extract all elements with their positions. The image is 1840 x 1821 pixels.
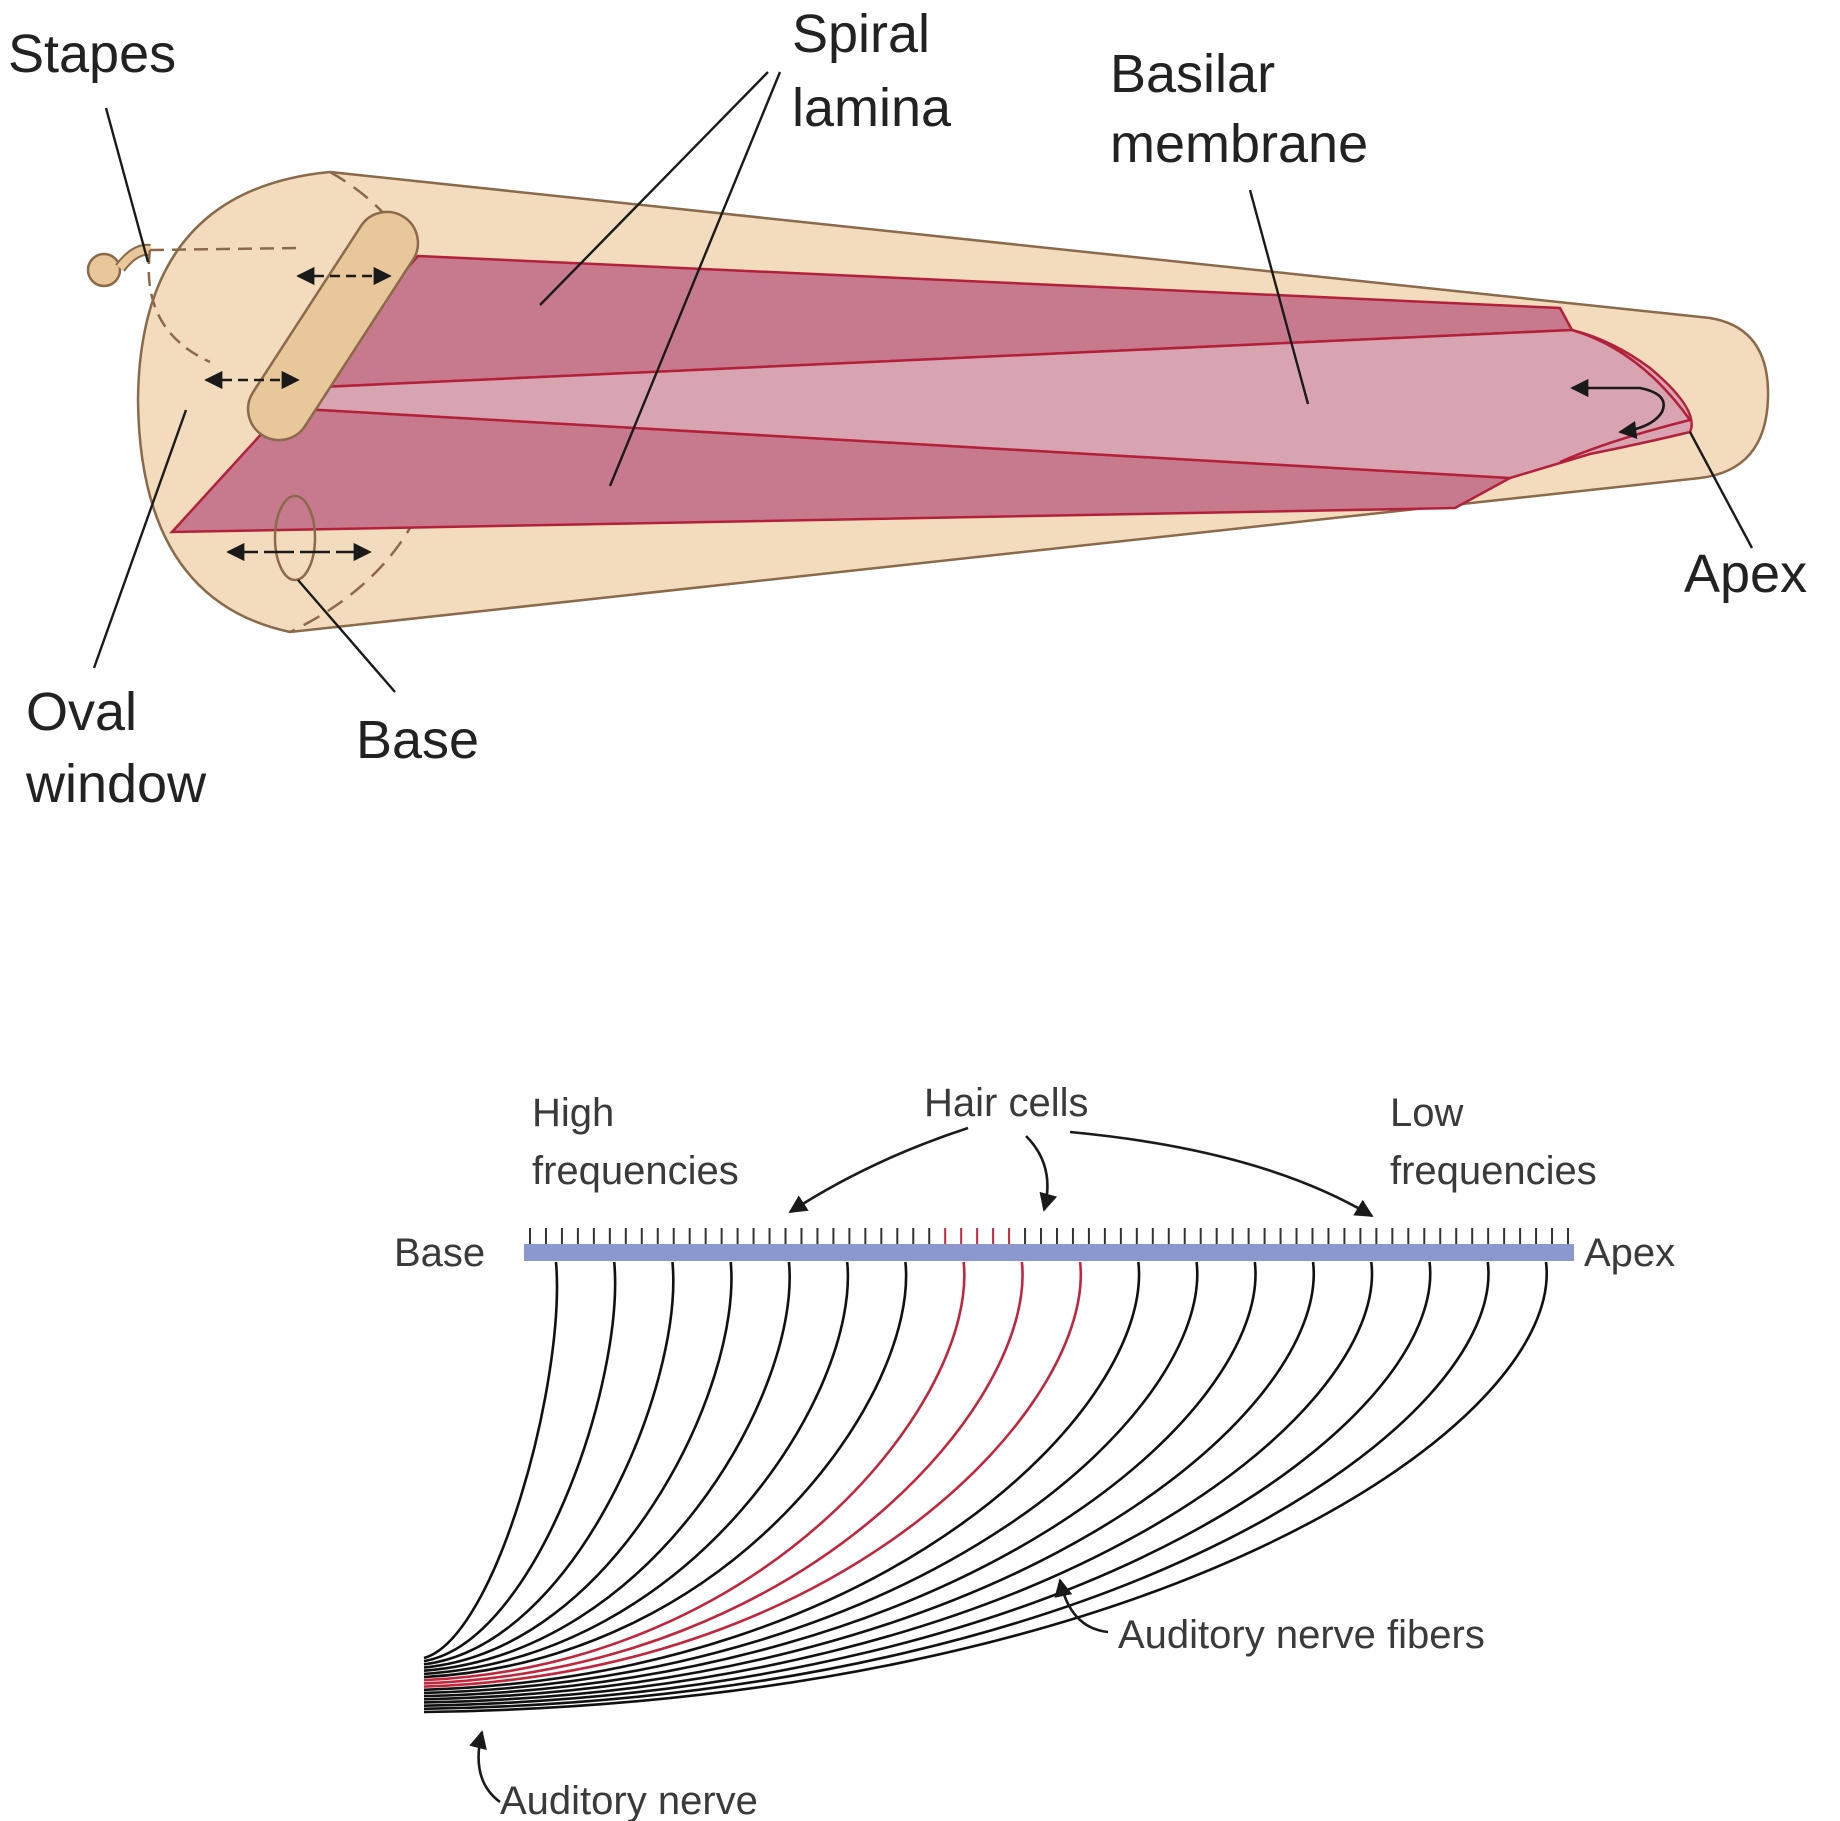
nerve-fiber (423, 1261, 1316, 1701)
nerve-fiber (423, 1261, 850, 1676)
nerve-fiber (423, 1261, 617, 1663)
label-high-2: frequencies (532, 1149, 739, 1193)
nerve-fiber-highlighted (423, 1261, 1024, 1685)
nerve-fiber (423, 1261, 1141, 1692)
nerve-fiber (423, 1261, 559, 1660)
label-basilar-2: membrane (1110, 114, 1368, 174)
nerve-fiber (423, 1261, 791, 1673)
arrow-hair-cells-left (788, 1126, 969, 1214)
arrow-hair-cells-right (1069, 1130, 1374, 1218)
label-auditory-nerve: Auditory nerve (500, 1779, 758, 1821)
label-apex-bottom: Apex (1584, 1231, 1675, 1275)
round-window (273, 494, 317, 582)
nerve-fiber (423, 1261, 1432, 1707)
leader-spiral-upper (539, 71, 769, 306)
nerve-fiber (423, 1261, 675, 1666)
label-low-2: frequencies (1390, 1149, 1597, 1193)
nerve-fiber (423, 1261, 1490, 1711)
leader-stapes (104, 107, 150, 263)
leader-basilar (1248, 189, 1310, 405)
label-stapes: Stapes (8, 24, 176, 84)
label-apex: Apex (1684, 544, 1807, 604)
label-base-bottom: Base (394, 1231, 485, 1275)
arrow-nerve-fibers (1054, 1578, 1109, 1634)
basilar-membrane (282, 328, 1693, 480)
cochlea-figure: Stapes Spiral lamina Basilar membrane Ov… (8, 4, 1807, 814)
label-oval-window-2: window (25, 754, 207, 814)
basilar-membrane-bar (524, 1244, 1574, 1261)
arrow-hair-cells-mid (1025, 1135, 1058, 1212)
nerve-fiber (423, 1261, 1257, 1698)
label-auditory-nerve-fibers: Auditory nerve fibers (1118, 1613, 1485, 1657)
leader-oval (92, 409, 188, 669)
nerve-fiber (423, 1261, 908, 1679)
label-base: Base (356, 710, 479, 770)
nerve-fiber (423, 1261, 733, 1669)
nerve-fiber-highlighted (423, 1261, 966, 1682)
nerve-fiber-highlighted (423, 1261, 1083, 1688)
label-high-1: High (532, 1091, 614, 1135)
label-spiral-lamina-2: lamina (792, 78, 952, 138)
nerve-fiber (423, 1261, 1374, 1704)
stapes (86, 243, 301, 364)
label-basilar-1: Basilar (1110, 44, 1275, 104)
label-spiral-lamina-1: Spiral (792, 4, 930, 64)
nerve-fiber-bundle (423, 1261, 1549, 1714)
arrow-auditory-nerve (469, 1730, 501, 1804)
leader-base (297, 579, 396, 693)
leader-spiral-lower (608, 71, 782, 487)
tonotopy-figure: Hair cells High frequencies Low frequenc… (394, 1081, 1675, 1821)
nerve-fiber (423, 1261, 1549, 1714)
label-low-1: Low (1390, 1091, 1463, 1135)
leader-apex (1688, 431, 1754, 549)
nerve-fiber (423, 1261, 1199, 1695)
label-oval-window-1: Oval (26, 682, 137, 742)
arrow-apex-curl (1570, 378, 1665, 439)
label-hair-cells: Hair cells (924, 1081, 1088, 1125)
apex-tip (1559, 328, 1693, 464)
hair-cell-row (529, 1228, 1569, 1244)
